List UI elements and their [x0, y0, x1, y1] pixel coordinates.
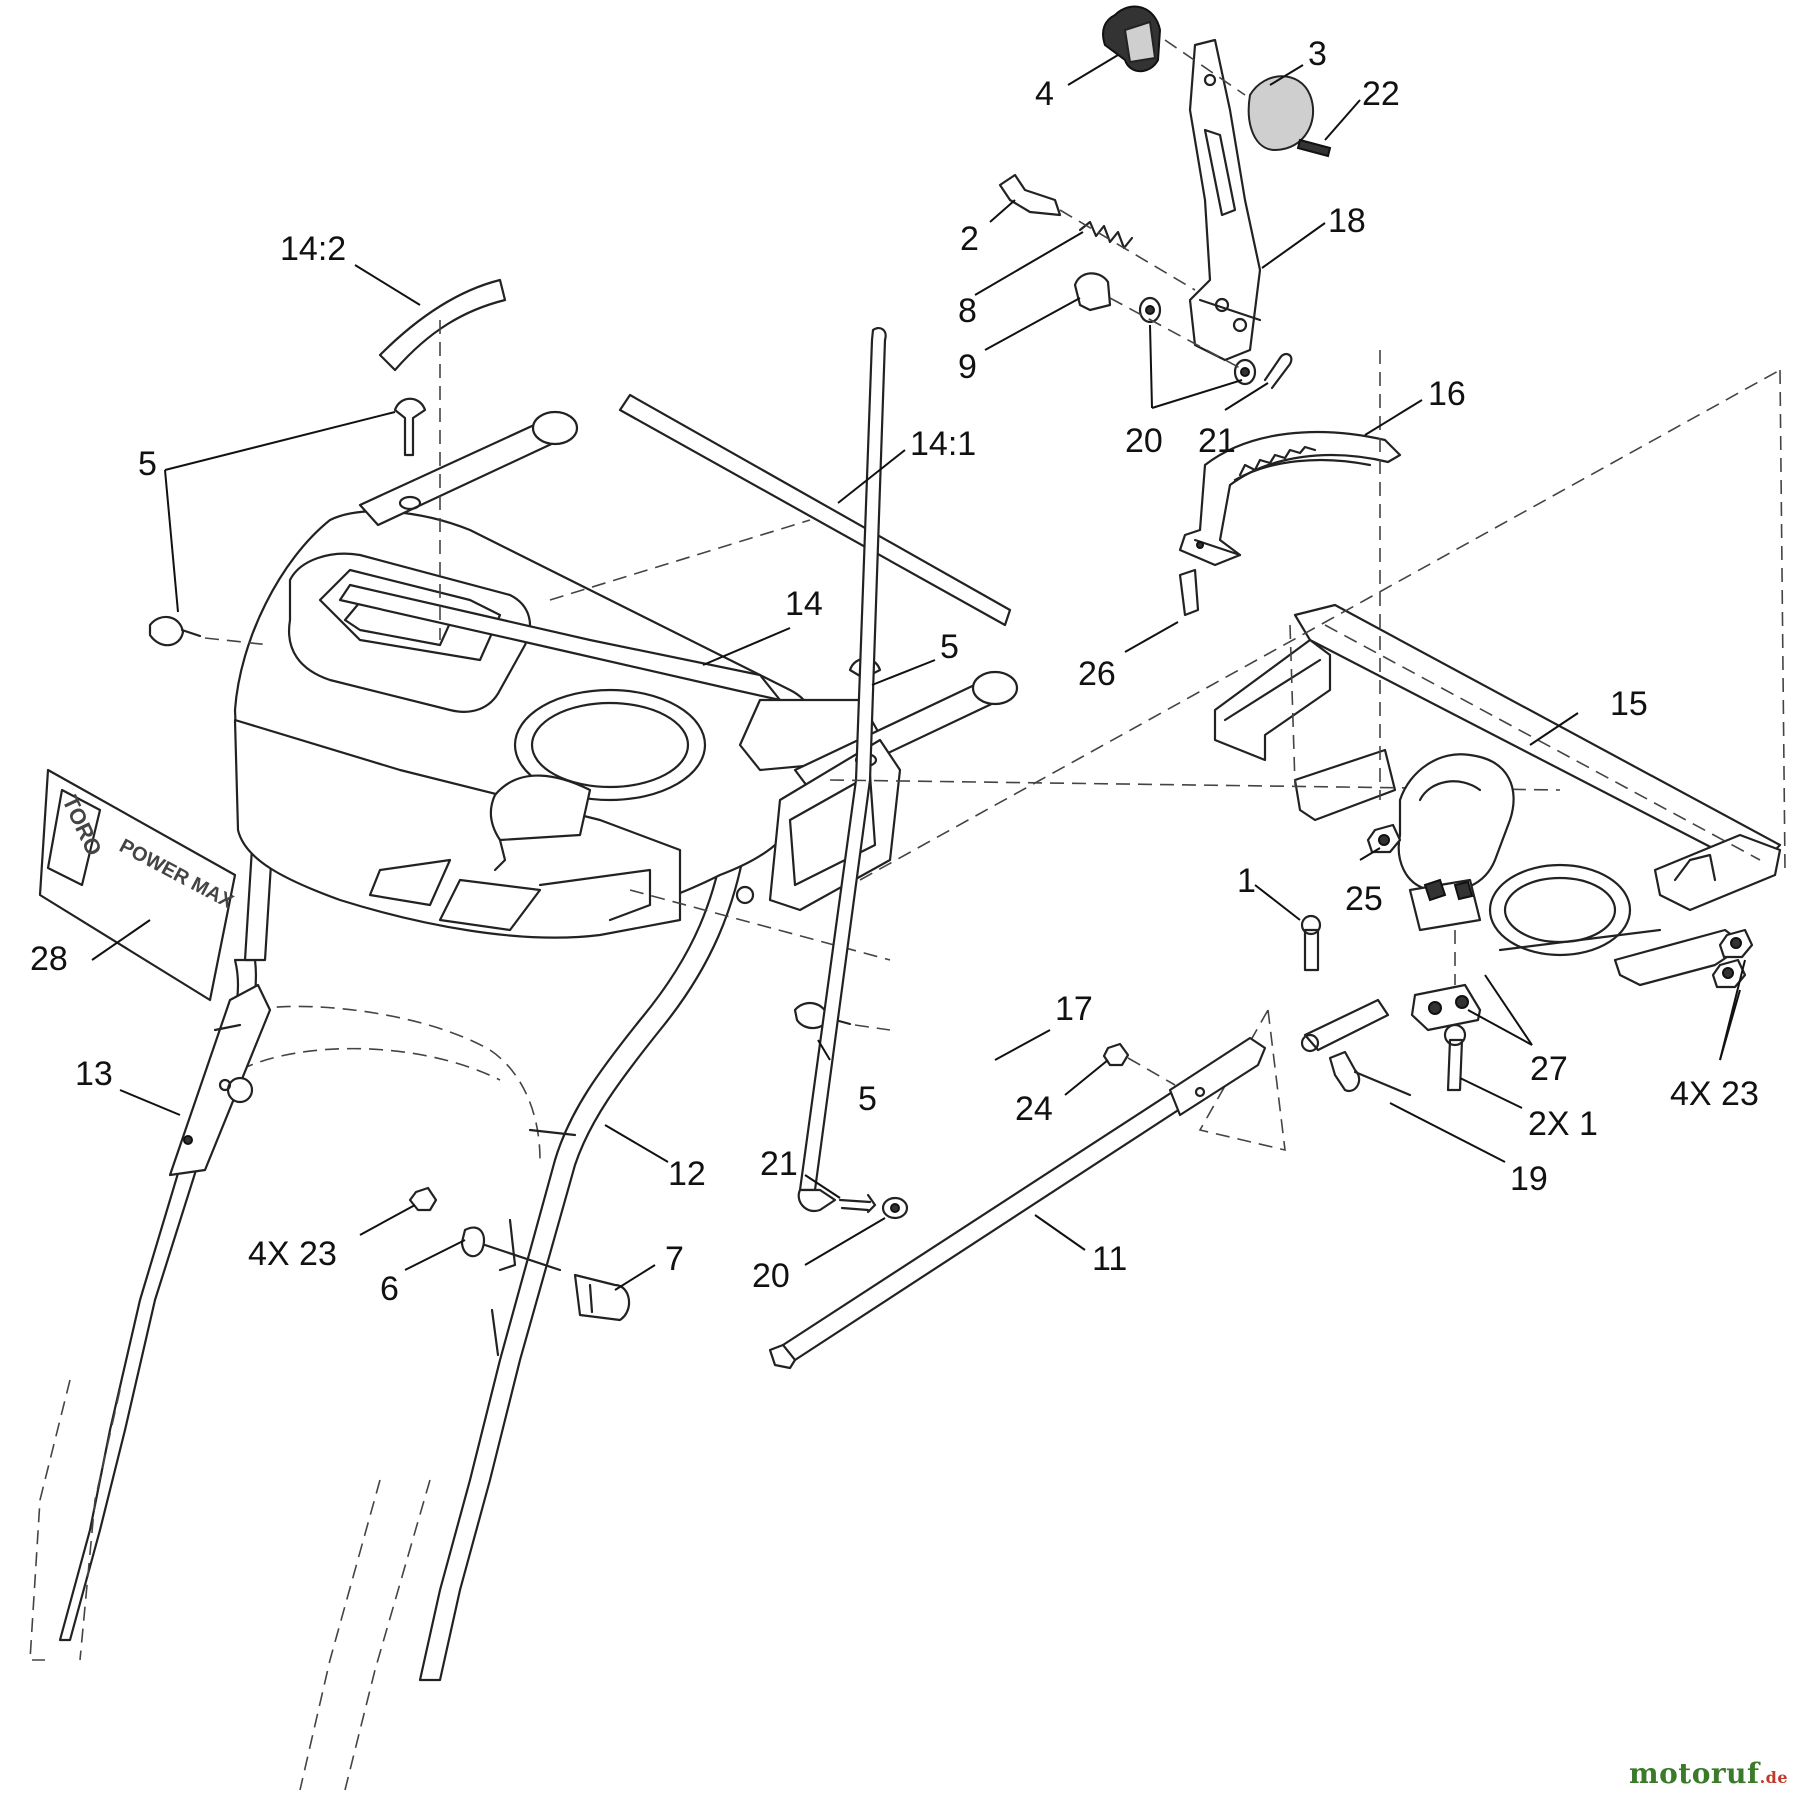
callout-20: 20 [752, 1257, 790, 1295]
callout-11: 11 [1092, 1240, 1127, 1278]
callout-4x23: 4X 23 [1670, 1075, 1759, 1113]
callout-5: 5 [138, 445, 157, 483]
shoulder-bolt [998, 173, 1062, 217]
shift-rod-lower [768, 1036, 1267, 1370]
shift-knob-left-half [1102, 5, 1162, 73]
shift-lever [1188, 38, 1262, 362]
callout-4: 4 [1035, 75, 1054, 113]
handle-lower-fasteners [408, 1186, 631, 1322]
callout-18: 18 [1328, 202, 1366, 240]
callout-2x1: 2X 1 [1528, 1105, 1598, 1143]
knob-screw [1296, 138, 1332, 158]
callout-14-2: 14:2 [280, 230, 346, 268]
shift-knob-right-half [1164, 39, 1315, 152]
callout-4x23: 4X 23 [248, 1235, 337, 1273]
callout-24: 24 [1015, 1090, 1053, 1128]
callout-5: 5 [858, 1080, 877, 1118]
leader-lines [91, 54, 1746, 1291]
left-pivot-bracket [168, 983, 272, 1177]
control-console [233, 510, 891, 961]
callout-7: 7 [665, 1240, 684, 1278]
callout-19: 19 [1510, 1160, 1548, 1198]
power-max-decal: TORO POWER MAX [38, 768, 237, 1002]
shift-rod [797, 326, 887, 1213]
callout-13: 13 [75, 1055, 113, 1093]
callout-17: 17 [1055, 990, 1093, 1028]
shift-mechanism [1397, 753, 1662, 957]
callout-28: 28 [30, 940, 68, 978]
callout-21: 21 [1198, 422, 1236, 460]
callout-3: 3 [1308, 35, 1327, 73]
callout-16: 16 [1428, 375, 1466, 413]
callout-12: 12 [668, 1155, 706, 1193]
console-trim-strip [618, 393, 1012, 627]
callout-20: 20 [1125, 422, 1163, 460]
callout-15: 15 [1610, 685, 1648, 723]
callout-2: 2 [960, 220, 979, 258]
flat-washers-top [1109, 296, 1257, 386]
transmission-mount-plate [829, 350, 1786, 987]
bottom-hairpin-and-washer [838, 1193, 909, 1220]
callout-5: 5 [940, 628, 959, 666]
callout-26: 26 [1078, 655, 1116, 693]
callout-6: 6 [380, 1270, 399, 1308]
callout-25: 25 [1345, 880, 1383, 918]
pivot-spring [1059, 209, 1196, 291]
callout-9: 9 [958, 348, 977, 386]
shift-index-bracket [1178, 430, 1402, 617]
watermark-logo: motoruf.de [1629, 1757, 1788, 1790]
callout-labels: 14:2 5 14:1 14 5 28 13 12 5 4X 23 6 7 21… [30, 35, 1759, 1308]
hairpin-clip-top [1263, 352, 1293, 390]
callout-1: 1 [1237, 862, 1256, 900]
callout-22: 22 [1362, 75, 1400, 113]
pivot-block [1410, 930, 1482, 1092]
mount-fasteners [1300, 823, 1754, 989]
callout-8: 8 [958, 292, 977, 330]
pivot-bushing [1073, 272, 1112, 312]
console-top-decal [378, 278, 507, 640]
watermark-name: motoruf [1628, 1757, 1760, 1790]
callout-21: 21 [760, 1145, 798, 1183]
watermark-tld: .de [1759, 1768, 1788, 1787]
carriage-bolt-group [148, 397, 891, 1031]
callout-14: 14 [785, 585, 823, 623]
callout-27: 27 [1530, 1050, 1568, 1088]
callout-14-1: 14:1 [910, 425, 976, 463]
